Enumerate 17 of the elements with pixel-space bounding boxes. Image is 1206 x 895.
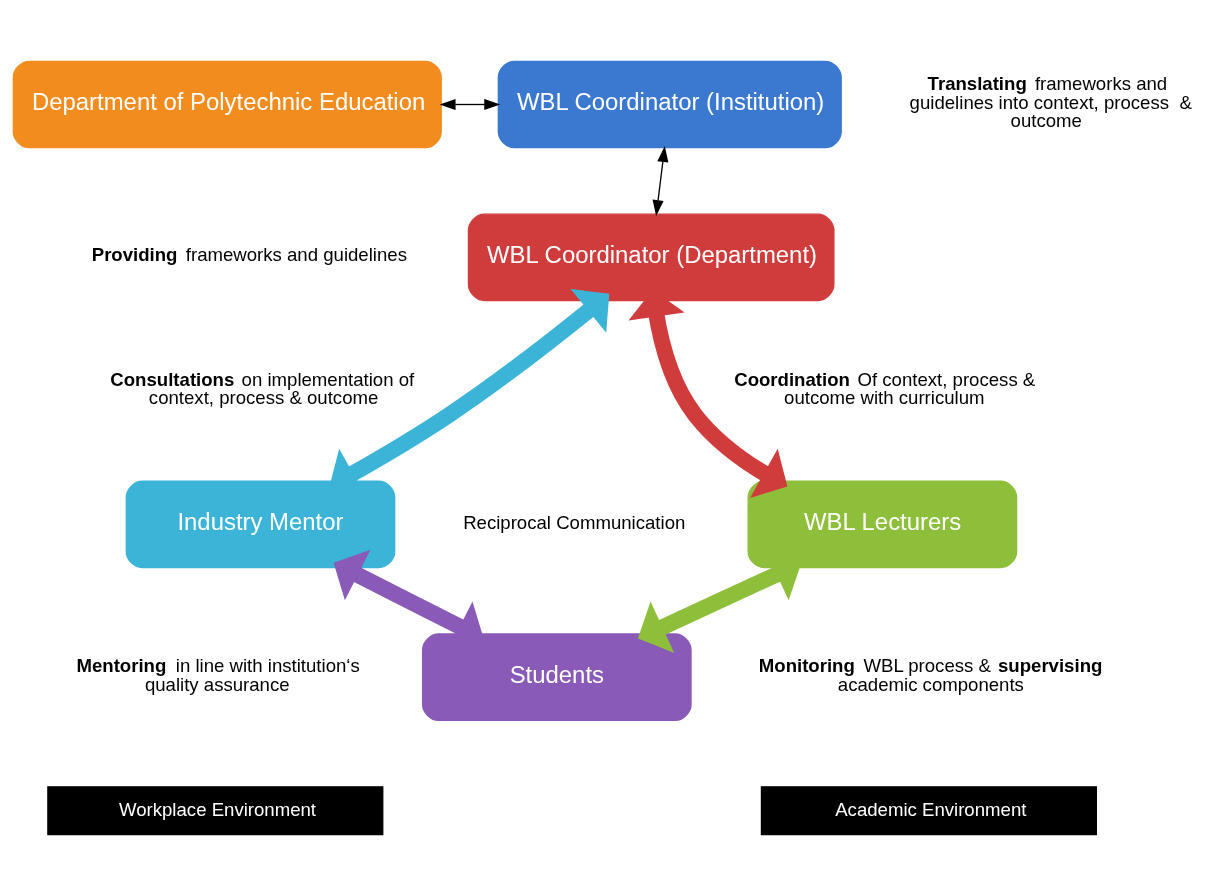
label: Mentoring in line with institution‘s quality assurance bbox=[76, 654, 360, 695]
label: Consultations on implementation of context, process & outcome bbox=[110, 368, 415, 408]
node-box: Industry Mentor bbox=[125, 480, 396, 568]
label: Providing frameworks and guidelines bbox=[91, 243, 407, 265]
label: Coordination Of context, process & outcome with curriculum bbox=[734, 368, 1036, 408]
arrow bbox=[652, 145, 669, 216]
label: Reciprocal Communication bbox=[463, 511, 686, 533]
label: Monitoring WBL process & supervising academic components bbox=[758, 654, 1103, 695]
node-box: WBL Lecturers bbox=[747, 480, 1018, 568]
label: Translating frameworks and guidelines into context, process & outcome bbox=[909, 72, 1192, 131]
node-box: Academic Environment bbox=[760, 785, 1097, 835]
node-box: WBL Coordinator (Institution) bbox=[497, 60, 842, 148]
arrow bbox=[439, 98, 501, 110]
node-box: WBL Coordinator (Department) bbox=[467, 212, 835, 301]
node-box: Workplace Environment bbox=[47, 785, 384, 835]
node-box: Students bbox=[421, 632, 692, 721]
node-box: Department of Polytechnic Education bbox=[12, 60, 442, 148]
